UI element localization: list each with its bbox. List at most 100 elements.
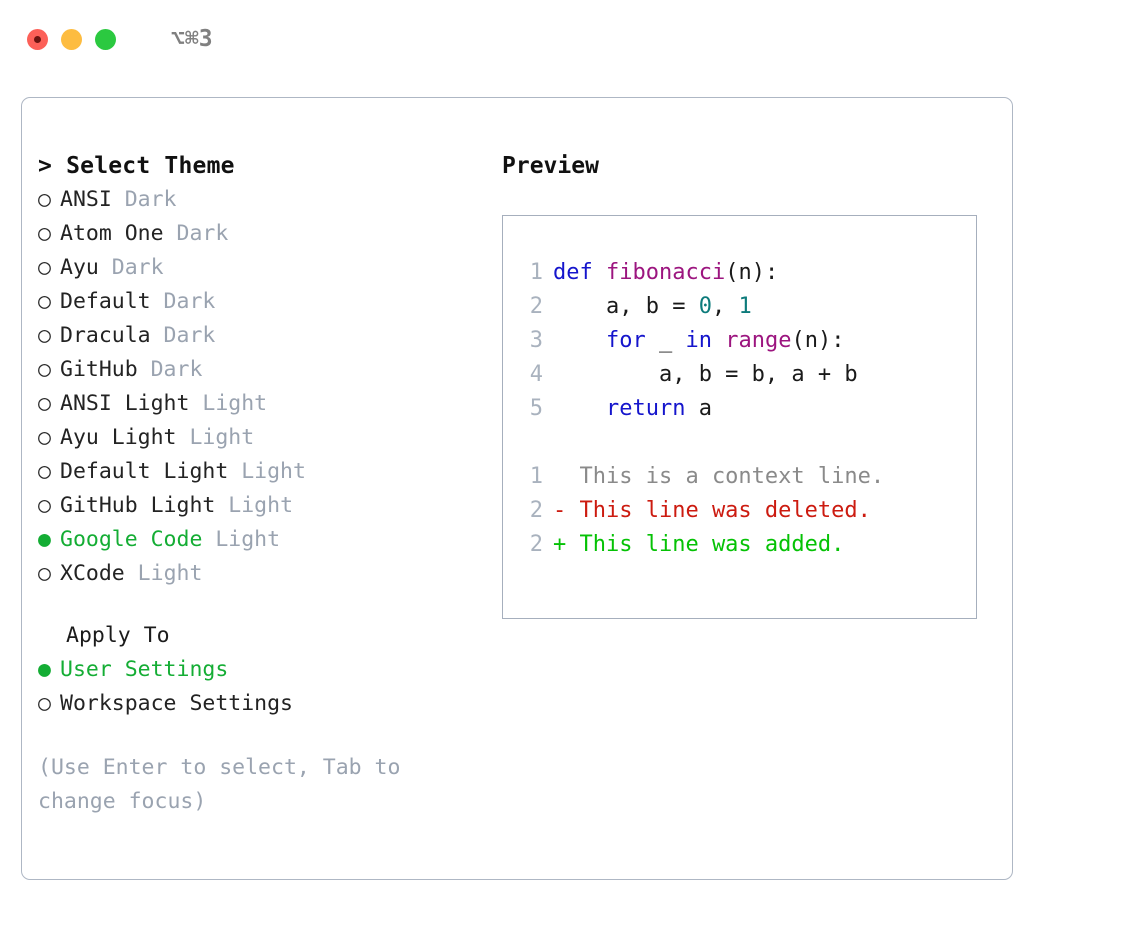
- code-line-number: 2: [529, 294, 543, 319]
- theme-option-label: Atom One: [60, 221, 164, 246]
- code-token-num: 0: [698, 294, 712, 319]
- theme-option-dracula[interactable]: ○Dracula Dark: [38, 319, 488, 353]
- code-line-text: a, b = 0, 1: [553, 290, 752, 324]
- code-token-id: [553, 328, 606, 353]
- code-token-id: a: [685, 396, 712, 421]
- theme-option-label: ANSI: [60, 187, 112, 212]
- code-line-text: for _ in range(n):: [553, 324, 844, 358]
- apply-to-section: Apply To ● User Settings ○ Workspace Settin…: [38, 619, 488, 721]
- theme-option-default[interactable]: ○ Default Dark: [38, 285, 488, 319]
- diff-line-number: 2: [529, 532, 543, 557]
- diff-line-number: 1: [529, 464, 543, 489]
- theme-option-tag: Dark: [111, 187, 177, 212]
- radio-unselected-icon: ○: [38, 357, 51, 382]
- keyboard-shortcut-label: ⌥⌘3: [171, 26, 213, 52]
- minimize-button[interactable]: [61, 28, 82, 50]
- theme-option-label: Ayu: [60, 255, 99, 280]
- theme-option-ansi-light[interactable]: ○ ANSI Light Light: [38, 387, 488, 421]
- diff-line-number: 2: [529, 498, 543, 523]
- theme-option-label: Default: [60, 289, 151, 314]
- diff-block: 1 This is a context line.2- This line wa…: [515, 460, 972, 562]
- theme-option-list: ○ANSI Dark○Atom One Dark○Ayu Dark○Defaul…: [38, 183, 488, 591]
- apply-to-option-list: ● User Settings ○ Workspace Settings: [38, 653, 488, 721]
- code-token-punc: ,: [711, 294, 739, 319]
- theme-option-label: GitHub: [60, 357, 138, 382]
- theme-option-github-light[interactable]: ○GitHub Light Light: [38, 489, 488, 523]
- apply-to-option-label: Workspace Settings: [60, 691, 293, 716]
- diff-line-add: 2+ This line was added.: [515, 528, 972, 562]
- code-token-id: n: [738, 260, 752, 285]
- title-bar: ⌥⌘3: [0, 0, 1140, 78]
- code-token-kw: def: [553, 260, 606, 285]
- code-token-id: [553, 396, 606, 421]
- code-token-kw: in: [685, 328, 712, 353]
- radio-unselected-icon: ○: [38, 425, 51, 450]
- radio-unselected-icon: ○: [38, 187, 51, 212]
- code-token-kw: return: [605, 396, 686, 421]
- apply-to-option-user-settings[interactable]: ● User Settings: [38, 653, 488, 687]
- code-token-id: [712, 328, 725, 353]
- theme-option-tag: Light: [215, 493, 294, 518]
- theme-option-tag: Light: [202, 527, 281, 552]
- radio-selected-icon: ●: [38, 657, 51, 682]
- theme-option-xcode[interactable]: ○XCode Light: [38, 557, 488, 591]
- code-line-text: a, b = b, a + b: [553, 358, 858, 392]
- radio-unselected-icon: ○: [38, 459, 51, 484]
- preview-heading: Preview: [502, 153, 599, 179]
- theme-option-tag: Light: [189, 391, 268, 416]
- code-line-number: 3: [529, 328, 543, 353]
- theme-option-ayu[interactable]: ○Ayu Dark: [38, 251, 488, 285]
- apply-to-option-label: User Settings: [60, 657, 229, 682]
- theme-option-tag: Dark: [150, 323, 216, 348]
- code-line: 5 return a: [515, 392, 972, 426]
- theme-option-tag: Dark: [98, 255, 164, 280]
- radio-unselected-icon: ○: [38, 221, 51, 246]
- select-theme-heading: > Select Theme: [38, 153, 235, 179]
- zoom-button[interactable]: [95, 28, 116, 50]
- theme-option-atom-one[interactable]: ○Atom One Dark: [38, 217, 488, 251]
- close-button[interactable]: [27, 28, 48, 50]
- code-token-fn: range: [725, 328, 792, 353]
- code-token-fn: fibonacci: [605, 260, 726, 285]
- diff-line-ctx: 1 This is a context line.: [515, 460, 972, 494]
- theme-option-label: Ayu Light: [60, 425, 177, 450]
- code-line-text: def fibonacci(n):: [553, 256, 778, 290]
- code-token-id: _: [645, 328, 686, 353]
- radio-unselected-icon: ○: [38, 391, 51, 416]
- code-line-text: return a: [553, 392, 712, 426]
- theme-option-github[interactable]: ○ GitHub Dark: [38, 353, 488, 387]
- radio-unselected-icon: ○: [38, 289, 51, 314]
- theme-option-ayu-light[interactable]: ○ Ayu Light Light: [38, 421, 488, 455]
- radio-unselected-icon: ○: [38, 323, 51, 348]
- theme-selection-column: > Select Theme ○ANSI Dark○Atom One Dark○…: [38, 149, 488, 819]
- window-controls: [27, 28, 116, 50]
- apply-to-heading: Apply To: [66, 623, 170, 648]
- code-line: 2 a, b = 0, 1: [515, 290, 972, 324]
- theme-option-google-code[interactable]: ●Google Code Light: [38, 523, 488, 557]
- theme-option-label: Google Code: [60, 527, 203, 552]
- theme-option-tag: Light: [124, 561, 203, 586]
- keyboard-hint-text: (Use Enter to select, Tab to change focu…: [38, 755, 401, 814]
- code-token-id: a, b =: [553, 294, 699, 319]
- code-token-id: a, b = b, a + b: [553, 362, 858, 387]
- theme-option-tag: Light: [176, 425, 255, 450]
- code-token-punc: ):: [817, 328, 845, 353]
- code-token-id: n: [804, 328, 818, 353]
- code-line: 4 a, b = b, a + b: [515, 358, 972, 392]
- theme-option-label: ANSI Light: [60, 391, 190, 416]
- theme-option-tag: Dark: [150, 289, 216, 314]
- code-line: 3 for _ in range(n):: [515, 324, 972, 358]
- theme-option-ansi[interactable]: ○ ANSI Dark: [38, 183, 488, 217]
- theme-option-default-light[interactable]: ○Default Light Light: [38, 455, 488, 489]
- radio-unselected-icon: ○: [38, 691, 51, 716]
- code-token-num: 1: [738, 294, 752, 319]
- theme-option-label: GitHub Light: [60, 493, 216, 518]
- code-token-punc: ):: [751, 260, 779, 285]
- theme-option-tag: Dark: [137, 357, 203, 382]
- apply-to-option-workspace-settings[interactable]: ○ Workspace Settings: [38, 687, 488, 721]
